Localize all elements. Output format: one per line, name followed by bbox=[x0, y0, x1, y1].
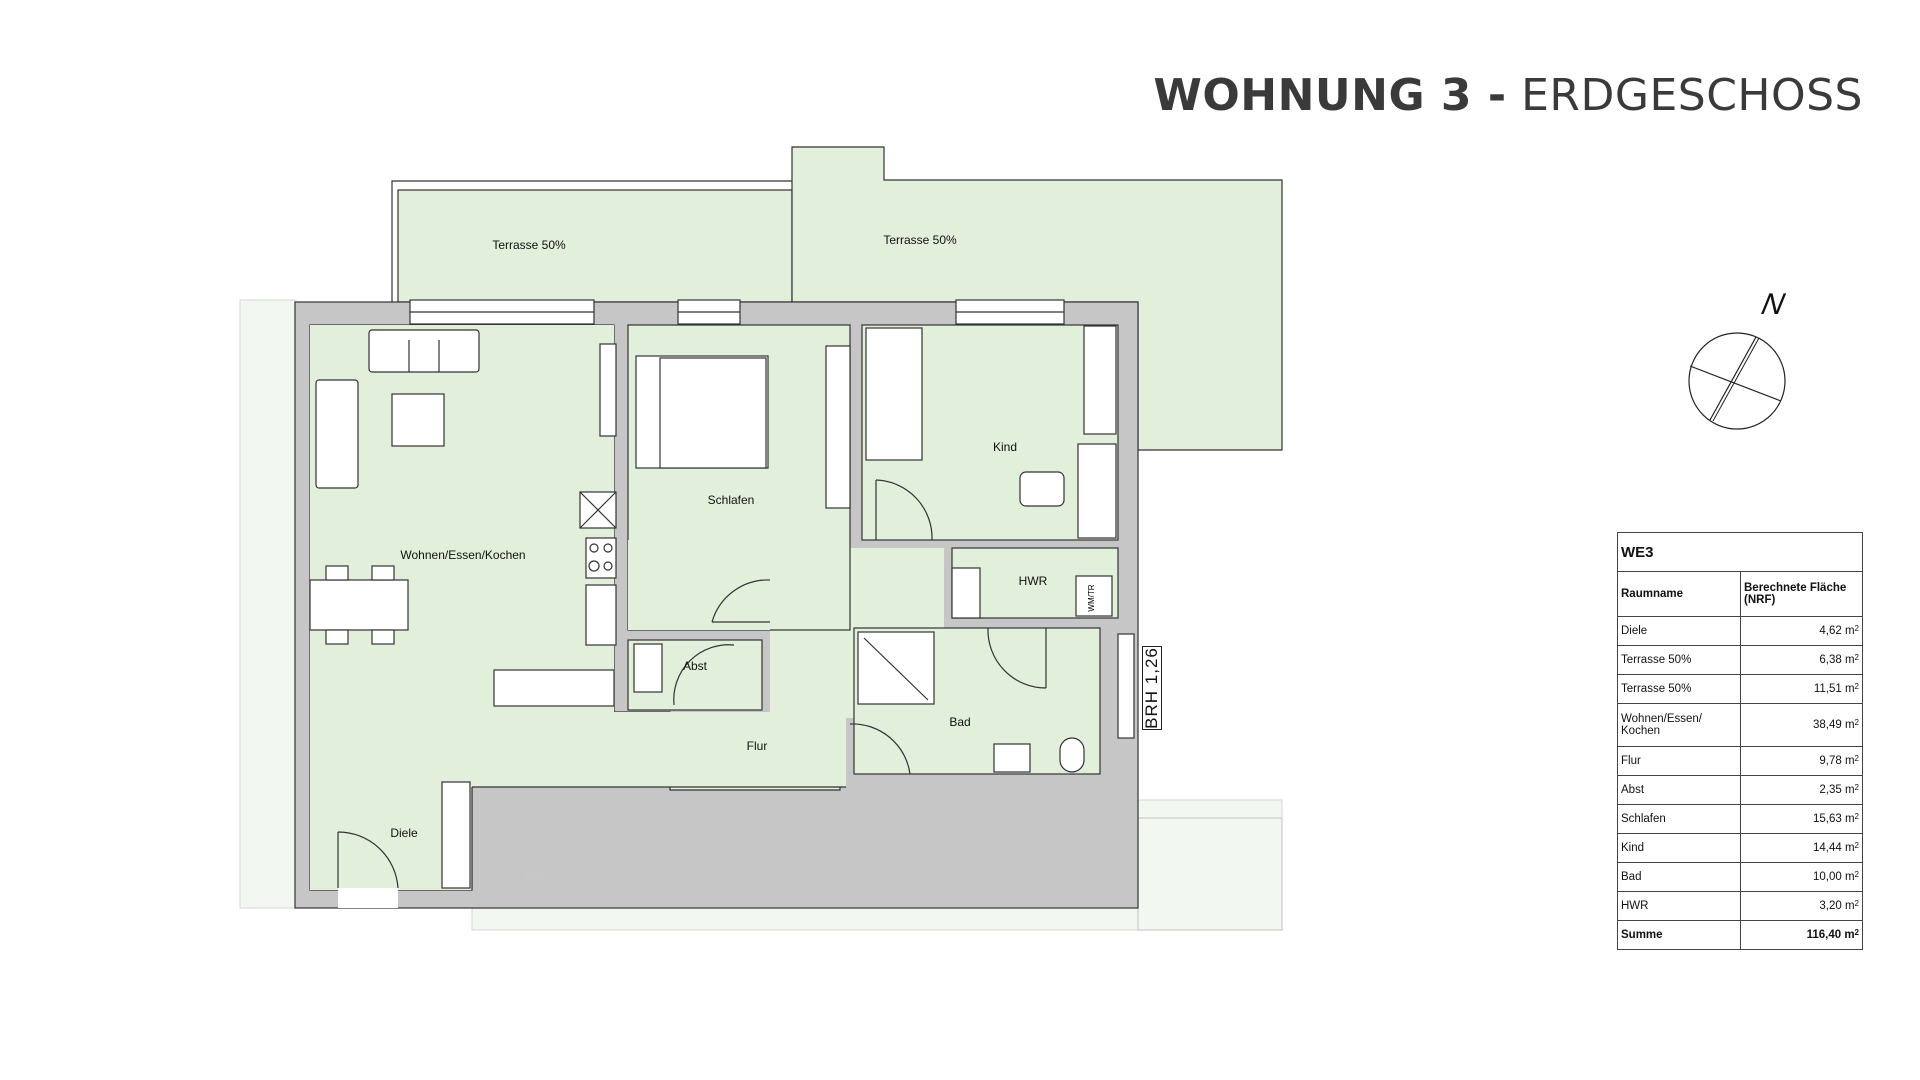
room-label-schlafen: Schlafen bbox=[707, 493, 755, 507]
row-area: 38,49 m2 bbox=[1740, 703, 1863, 747]
row-room: Terrasse 50% bbox=[1617, 674, 1741, 704]
row-area: 14,44 m2 bbox=[1740, 833, 1863, 863]
neighbor-unit-west bbox=[239, 299, 297, 909]
brh-text: BRH 1,26 bbox=[1142, 647, 1161, 729]
room-label-wohnen: Wohnen/Essen/Kochen bbox=[400, 548, 526, 562]
row-room: Diele bbox=[1617, 616, 1741, 646]
row-area: 4,62 m2 bbox=[1740, 616, 1863, 646]
room-label-bad: Bad bbox=[949, 715, 971, 729]
row-room: Schlafen bbox=[1617, 804, 1741, 834]
row-area: 2,35 m2 bbox=[1740, 775, 1863, 805]
north-arrow-icon bbox=[1688, 332, 1786, 430]
area-table: WE3 Raumname Berechnete Fläche (NRF) Die… bbox=[1617, 532, 1863, 950]
room-label-terrasse-west: Terrasse 50% bbox=[492, 238, 566, 252]
row-area: 3,20 m2 bbox=[1740, 891, 1863, 921]
room-label-flur: Flur bbox=[746, 739, 768, 753]
row-room: Abst bbox=[1617, 775, 1741, 805]
row-area: 9,78 m2 bbox=[1740, 746, 1863, 776]
row-room: Flur bbox=[1617, 746, 1741, 776]
row-area: 10,00 m2 bbox=[1740, 862, 1863, 892]
row-room: Bad bbox=[1617, 862, 1741, 892]
neighbor-label-abst: Abst bbox=[522, 869, 548, 883]
washer-label: WM/TR bbox=[1087, 584, 1096, 611]
total-label: Summe bbox=[1617, 920, 1741, 950]
table-row: Terrasse 50%11,51 m2 bbox=[1617, 674, 1863, 704]
row-room: Wohnen/Essen/ Kochen bbox=[1617, 703, 1741, 747]
brh-annotation: BRH 1,26 bbox=[1142, 646, 1162, 730]
unit-label: WE3 bbox=[1617, 532, 1863, 572]
room-label-hwr: HWR bbox=[1018, 574, 1048, 588]
room-label-diele: Diele bbox=[390, 826, 418, 840]
terrace-west bbox=[397, 189, 793, 303]
table-row: Terrasse 50%6,38 m2 bbox=[1617, 645, 1863, 675]
row-room: Terrasse 50% bbox=[1617, 645, 1741, 675]
room-label-abst: Abst bbox=[682, 659, 708, 673]
row-room: HWR bbox=[1617, 891, 1741, 921]
row-room: Kind bbox=[1617, 833, 1741, 863]
room-label-terrasse-east: Terrasse 50% bbox=[883, 233, 957, 247]
row-area: 6,38 m2 bbox=[1740, 645, 1863, 675]
row-area: 11,51 m2 bbox=[1740, 674, 1863, 704]
total-area: 116,40 m2 bbox=[1740, 920, 1863, 950]
row-area: 15,63 m2 bbox=[1740, 804, 1863, 834]
col-header-area: Berechnete Fläche (NRF) bbox=[1740, 571, 1863, 617]
room-label-kind: Kind bbox=[992, 440, 1018, 454]
title-floor: ERDGESCHOSS bbox=[1521, 70, 1863, 121]
col-header-room: Raumname bbox=[1617, 571, 1741, 617]
title-apartment: WOHNUNG 3 - bbox=[1153, 70, 1507, 121]
page-title: WOHNUNG 3 - ERDGESCHOSS bbox=[1153, 70, 1863, 121]
